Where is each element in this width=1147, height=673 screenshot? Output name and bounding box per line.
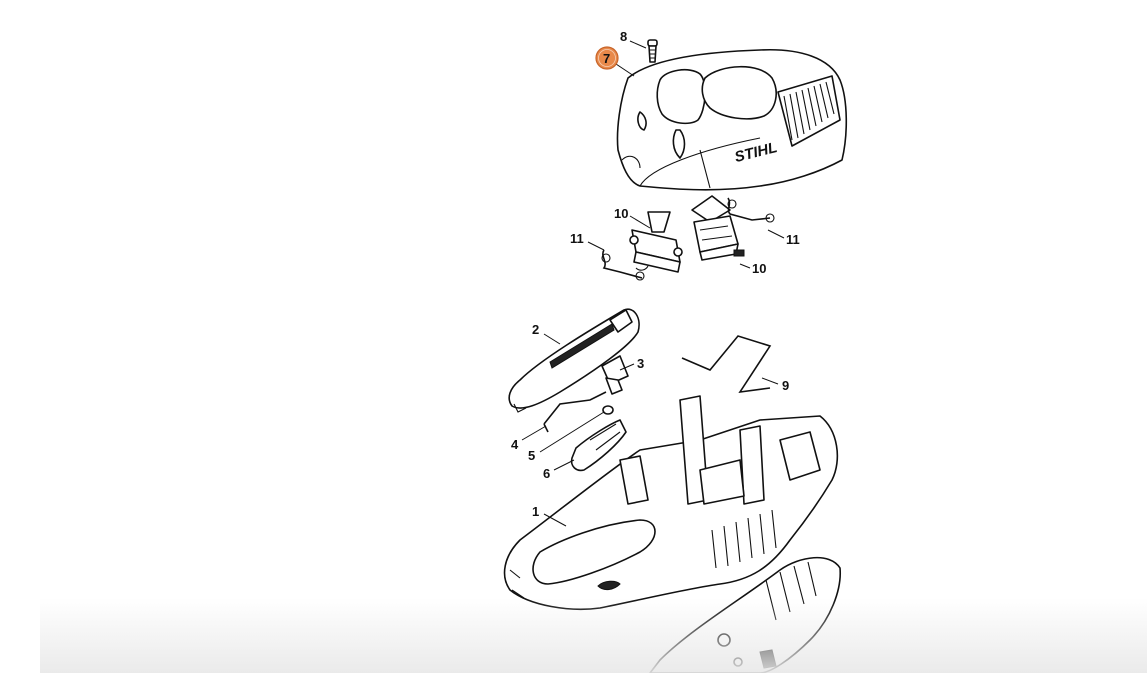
callout-11-left[interactable]: 11	[570, 231, 584, 246]
callout-2[interactable]: 2	[532, 322, 539, 337]
part-11-spring-right[interactable]	[727, 197, 775, 223]
svg-text:10: 10	[614, 206, 628, 221]
svg-text:1: 1	[532, 504, 539, 519]
part-9-wire-bracket[interactable]	[681, 335, 772, 394]
part-6-trigger[interactable]	[570, 419, 627, 472]
part-1-housing[interactable]	[503, 395, 839, 610]
callout-4[interactable]: 4	[511, 437, 519, 452]
svg-text:7: 7	[603, 51, 610, 66]
svg-text:11: 11	[570, 231, 584, 246]
part-11-spring-left[interactable]	[601, 249, 649, 281]
part-5-ring[interactable]	[602, 405, 614, 415]
callout-10-lower[interactable]: 10	[752, 261, 766, 276]
svg-text:2: 2	[532, 322, 539, 337]
callout-5[interactable]: 5	[528, 448, 535, 463]
svg-text:6: 6	[543, 466, 550, 481]
svg-text:11: 11	[786, 232, 800, 247]
svg-text:8: 8	[620, 29, 627, 44]
leader-lines	[521, 40, 785, 527]
svg-text:9: 9	[782, 378, 789, 393]
bottom-fade-overlay	[40, 598, 1147, 673]
part-4-spring-wire[interactable]	[543, 391, 607, 433]
part-3-trigger-lock[interactable]	[601, 355, 629, 395]
callout-8[interactable]: 8	[620, 29, 627, 44]
part-2-front-handle[interactable]	[508, 308, 640, 413]
svg-text:5: 5	[528, 448, 535, 463]
callout-9[interactable]: 9	[782, 378, 789, 393]
svg-text:10: 10	[752, 261, 766, 276]
callout-3[interactable]: 3	[637, 356, 644, 371]
callout-1[interactable]: 1	[532, 504, 539, 519]
callout-6[interactable]: 6	[543, 466, 550, 481]
callout-10-upper[interactable]: 10	[614, 206, 628, 221]
part-10-latch-right[interactable]	[691, 195, 745, 261]
callout-highlight	[595, 46, 619, 70]
part-10-latch-left[interactable]	[629, 211, 683, 273]
part-8-screw[interactable]	[647, 39, 658, 63]
callout-11-right[interactable]: 11	[786, 232, 800, 247]
callout-7-selected[interactable]: 7	[595, 46, 619, 70]
part-7-shroud[interactable]: STIHL	[616, 48, 848, 191]
svg-text:3: 3	[637, 356, 644, 371]
svg-text:4: 4	[511, 437, 519, 452]
